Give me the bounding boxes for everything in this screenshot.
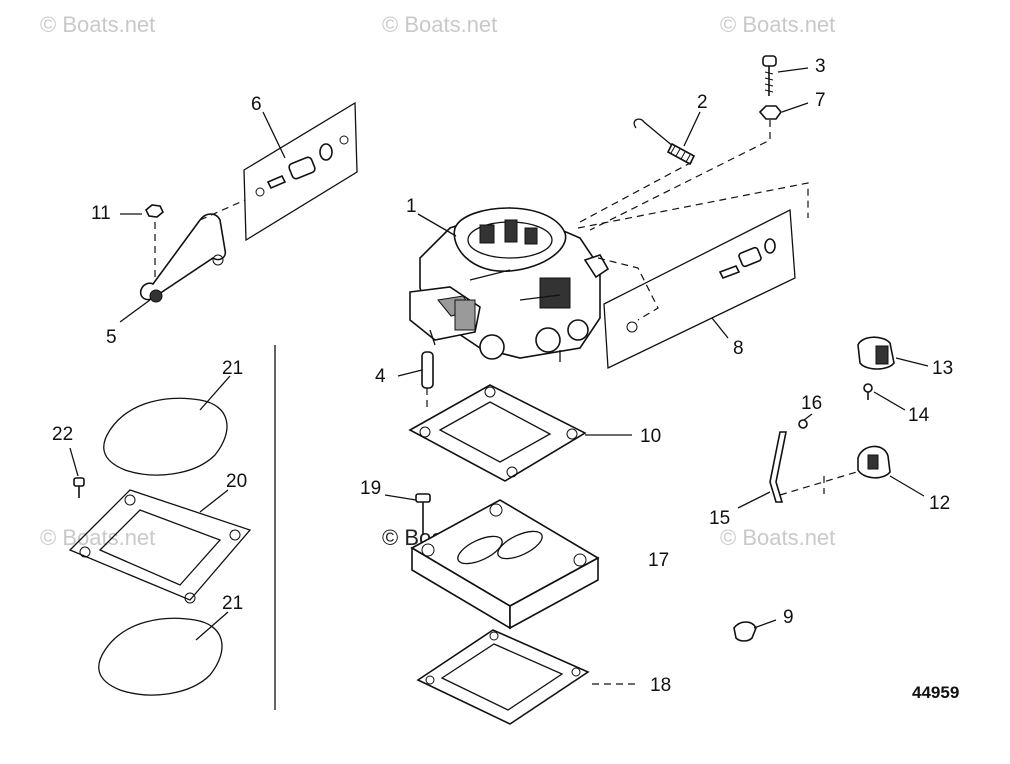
part-16-washer	[798, 419, 808, 429]
callout-14: 14	[908, 405, 930, 426]
callout-20: 20	[226, 471, 247, 492]
watermark: © Boats.net	[40, 525, 155, 550]
callout-11: 11	[91, 203, 111, 224]
part-7-nut	[589, 105, 783, 231]
callout-2: 2	[697, 92, 708, 113]
part-8-fitting-kit	[577, 182, 809, 370]
callout-3: 3	[815, 56, 826, 77]
figure-number: 44959	[912, 683, 959, 702]
part-9-cap	[733, 621, 757, 642]
callout-15: 15	[709, 508, 730, 529]
part-13-cover	[857, 336, 895, 370]
callout-21-lower: 21	[222, 593, 243, 614]
part-3-screw	[762, 55, 777, 96]
part-4-stud	[421, 351, 434, 410]
part-2-spring	[579, 118, 696, 223]
callout-7: 7	[815, 90, 826, 111]
part-1-carburetor	[409, 207, 610, 362]
callout-5: 5	[106, 327, 117, 348]
callout-13: 13	[932, 358, 953, 379]
callout-18: 18	[650, 675, 671, 696]
callout-16: 16	[801, 393, 822, 414]
part-14-screw	[863, 383, 873, 400]
callout-9: 9	[783, 607, 794, 628]
part-17-spacer	[410, 499, 600, 630]
callout-19: 19	[360, 478, 381, 499]
callout-21-upper: 21	[222, 358, 243, 379]
leader-lines	[69, 67, 929, 685]
callout-8: 8	[733, 338, 744, 359]
watermark: © Boats.net	[382, 12, 497, 37]
part-10-gasket	[408, 384, 587, 482]
watermark: © Boats.net	[720, 12, 835, 37]
part-19-bolt	[415, 493, 431, 535]
watermark: © Boats.net	[720, 525, 835, 550]
part-21-gasket-lower	[98, 617, 223, 696]
part-21-gasket-upper	[103, 397, 228, 476]
watermark: © Boats.net	[40, 12, 155, 37]
callout-22: 22	[52, 424, 73, 445]
callout-4: 4	[375, 366, 386, 387]
part-5-throttle-linkage	[139, 199, 246, 303]
part-20-spacer-gasket	[68, 489, 252, 604]
part-22-screw	[73, 477, 85, 498]
part-11-nut	[145, 204, 164, 285]
callout-numbers: 1 2 3 4 5 6 7 8 9 10 11 12 13 14 15 16 1…	[52, 56, 953, 696]
callout-1: 1	[406, 196, 417, 217]
callout-10: 10	[640, 426, 661, 447]
part-12-sensor	[857, 445, 891, 479]
part-6-fitting-kit	[243, 101, 358, 242]
callout-17: 17	[648, 550, 669, 571]
callout-12: 12	[929, 493, 950, 514]
part-18-gasket	[416, 629, 590, 725]
callout-6: 6	[251, 94, 262, 115]
